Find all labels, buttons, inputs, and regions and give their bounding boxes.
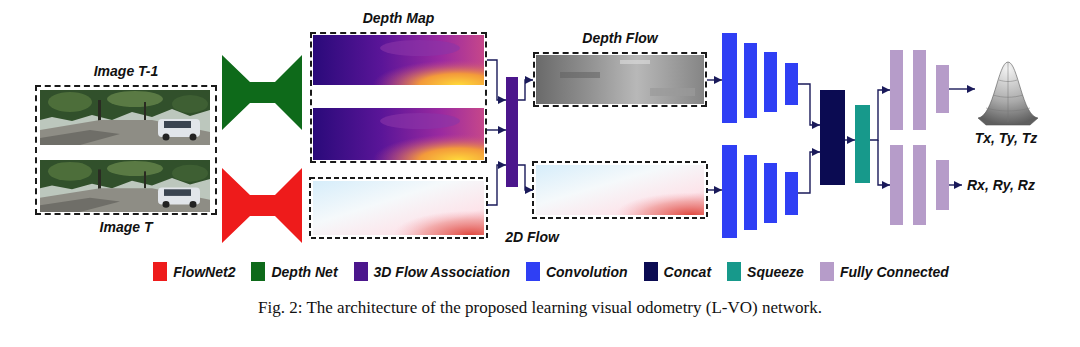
legend: FlowNet2 Depth Net 3D Flow Association Conv… — [22, 262, 1080, 281]
convolution-layer — [722, 33, 737, 123]
flow-arrow — [949, 184, 962, 185]
legend-swatch — [526, 262, 540, 281]
depth-flow-image — [650, 88, 695, 96]
box-heading: Depth Flow — [582, 30, 657, 46]
flow-arrow — [487, 165, 506, 205]
flow-arrow — [878, 140, 890, 185]
flow-image — [536, 165, 704, 215]
box-subheading: Image T — [100, 219, 153, 235]
output-label: Tx, Ty, Tz — [975, 130, 1038, 146]
depth-flow-image — [560, 72, 600, 78]
legend-text: Fully Connected — [840, 263, 949, 281]
legend-text: Concat — [664, 263, 711, 281]
depth-map-box: Depth Map — [310, 32, 487, 163]
convolution-layer — [764, 52, 777, 112]
concat-layer — [820, 90, 845, 185]
dashed-frame — [310, 178, 487, 238]
legend-item: FlowNet2 — [153, 262, 235, 281]
legend-swatch — [644, 262, 658, 281]
fc-layer — [890, 50, 903, 130]
box-heading: Image T-1 — [94, 63, 159, 79]
convolution-layer — [785, 63, 798, 105]
flow-arrow — [487, 60, 506, 100]
image-pair-box: Image T-1Image T — [35, 85, 217, 215]
depth-map-image — [313, 108, 484, 160]
fc-layer — [936, 160, 949, 210]
legend-swatch — [727, 262, 741, 281]
depth-flow-image — [620, 60, 650, 64]
legend-item: 3D Flow Association — [354, 262, 510, 281]
dashed-frame — [533, 162, 707, 218]
flow-arrow — [870, 90, 890, 140]
legend-item: Squeeze — [727, 262, 804, 281]
legend-swatch — [153, 262, 167, 281]
flow-arrow — [798, 84, 820, 125]
convolution-layer — [722, 145, 737, 238]
convolution-layer — [764, 163, 777, 223]
legend-item: Concat — [644, 262, 711, 281]
flow-arrow — [487, 129, 506, 130]
flow-arrow — [518, 165, 533, 190]
legend-item: Convolution — [526, 262, 628, 281]
depth-net-symbol — [222, 55, 302, 130]
legend-swatch — [251, 262, 265, 281]
flow-label: 2D Flow — [505, 229, 559, 245]
convolution-stack — [722, 33, 798, 238]
legend-text: Convolution — [546, 263, 628, 281]
flow-association-block — [506, 77, 518, 187]
flow-arrow — [707, 79, 722, 80]
depth-map-image — [313, 108, 484, 160]
box-heading: Depth Map — [363, 10, 435, 26]
flownet-symbol — [222, 168, 302, 243]
legend-text: Squeeze — [747, 263, 804, 281]
legend-text: FlowNet2 — [173, 263, 235, 281]
gaussian-surface — [978, 62, 1038, 125]
convolution-layer — [785, 172, 798, 215]
convolution-layer — [744, 155, 757, 230]
flow-arrow — [949, 88, 975, 89]
fc-layer — [913, 50, 926, 130]
flow-arrow — [707, 189, 722, 190]
depth-flow-image — [536, 55, 704, 104]
squeeze-layer — [855, 105, 870, 183]
legend-swatch — [820, 262, 834, 281]
fc-layer — [913, 145, 926, 225]
figure-caption: Fig. 2: The architecture of the proposed… — [0, 298, 1080, 318]
legend-text: Depth Net — [271, 263, 337, 281]
depth-map-image — [313, 35, 484, 85]
depth-flow-box: Depth Flow — [533, 52, 707, 107]
flow-arrow — [518, 80, 533, 100]
gaussian-surface — [978, 62, 1038, 125]
flow-image — [536, 165, 704, 215]
flow-arrow — [845, 139, 855, 140]
legend-swatch — [354, 262, 368, 281]
depth-map-image — [313, 108, 484, 160]
flow-image — [313, 181, 484, 235]
fc-layer — [936, 65, 949, 113]
output-label: Rx, Ry, Rz — [967, 177, 1035, 193]
legend-item: Depth Net — [251, 262, 337, 281]
flow-arrow — [798, 152, 820, 193]
street-image — [40, 90, 210, 145]
legend-text: 3D Flow Association — [374, 263, 510, 281]
fully-connected-stack — [890, 50, 949, 225]
flow-image — [313, 181, 484, 235]
legend-item: Fully Connected — [820, 262, 949, 281]
convolution-layer — [744, 43, 757, 118]
gaussian-mesh — [986, 62, 1030, 122]
depth-map-image — [313, 35, 484, 85]
street-image — [40, 160, 210, 212]
depth-map-image — [313, 35, 484, 85]
fc-layer — [890, 145, 903, 225]
